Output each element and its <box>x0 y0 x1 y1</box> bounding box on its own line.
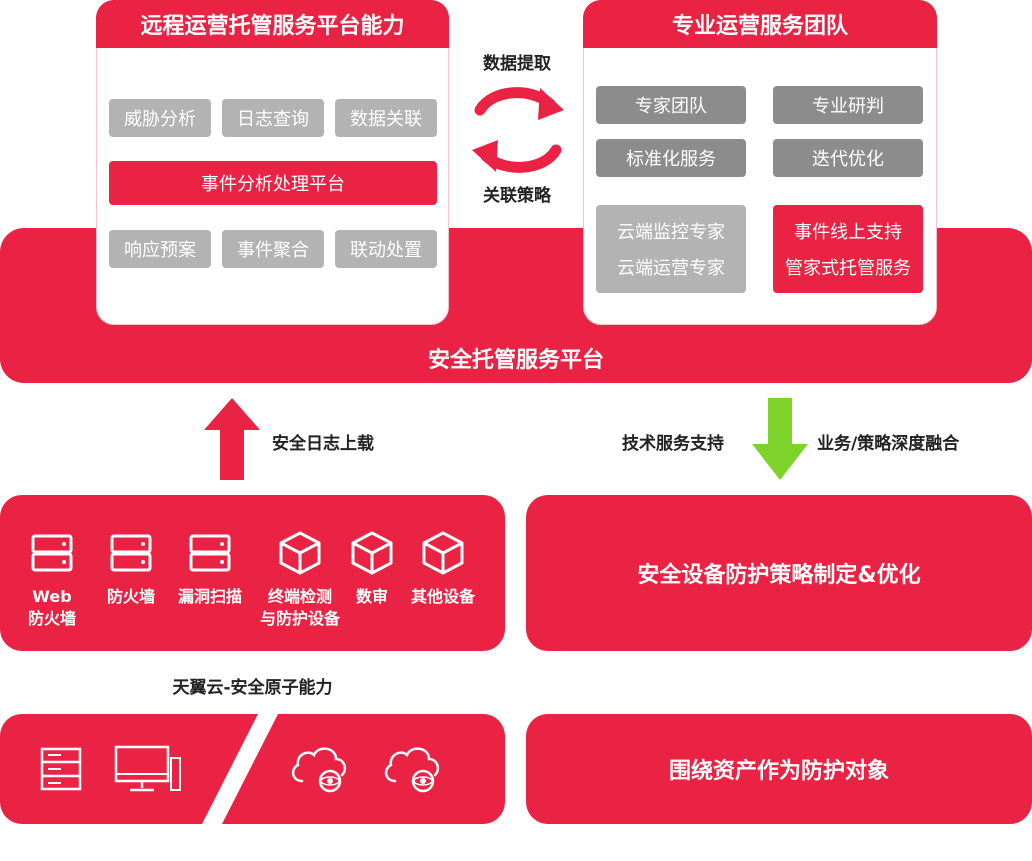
chip-response-plan: 响应预案 <box>109 230 211 268</box>
chip-expert-team: 专家团队 <box>596 86 746 124</box>
desktop-computer-icon <box>114 745 181 792</box>
upload-label: 安全日志上载 <box>272 434 374 454</box>
cloud-asset-icon <box>384 747 440 793</box>
remote-ops-card-title: 远程运营托管服务平台能力 <box>96 0 449 48</box>
divider-slash <box>202 714 278 824</box>
server-icon <box>31 534 73 572</box>
deep-fusion-label: 业务/策略深度融合 <box>817 434 960 454</box>
cube-icon <box>351 531 393 575</box>
online-support-label: 事件线上支持 <box>794 222 902 243</box>
device-label-web-firewall: Web 防火墙 <box>27 587 76 628</box>
support-arrow-icon <box>752 398 808 480</box>
event-platform-bar: 事件分析处理平台 <box>109 161 437 205</box>
chip-linked-disposal: 联动处置 <box>335 230 437 268</box>
sync-cycle-icon <box>472 87 564 173</box>
upload-arrow-icon <box>204 398 260 480</box>
device-label-db-audit: 数审 <box>355 587 388 606</box>
managed-service-block: 事件线上支持 管家式托管服务 <box>773 205 923 293</box>
chip-iterative-optimization: 迭代优化 <box>773 139 923 177</box>
cloud-monitor-expert-label: 云端监控专家 <box>617 222 725 243</box>
device-label-firewall: 防火墙 <box>106 587 155 606</box>
device-label-endpoint: 终端检测 与防护设备 <box>259 587 340 628</box>
cloud-ops-expert-label: 云端运营专家 <box>617 258 725 279</box>
cloud-asset-icon <box>291 747 347 793</box>
atomic-capability-caption: 天翼云-安全原子能力 <box>172 677 333 698</box>
chip-event-aggregation: 事件聚合 <box>222 230 324 268</box>
device-label-vuln-scan: 漏洞扫描 <box>177 587 242 606</box>
asset-protection-box: 围绕资产作为防护对象 <box>526 714 1032 824</box>
butler-service-label: 管家式托管服务 <box>785 258 911 279</box>
sync-top-label: 数据提取 <box>483 53 551 74</box>
server-rack-icon <box>40 747 82 791</box>
cloud-experts-block: 云端监控专家 云端运营专家 <box>596 205 746 293</box>
chip-log-query: 日志查询 <box>222 99 324 137</box>
chip-pro-judgement: 专业研判 <box>773 86 923 124</box>
device-label-other: 其他设备 <box>410 587 475 606</box>
team-card-title: 专业运营服务团队 <box>583 0 937 48</box>
sync-bottom-label: 关联策略 <box>483 185 551 206</box>
chip-threat-analysis: 威胁分析 <box>109 99 211 137</box>
server-icon <box>189 534 231 572</box>
platform-bar-label: 安全托管服务平台 <box>427 348 604 373</box>
cube-icon <box>279 531 321 575</box>
tech-support-label: 技术服务支持 <box>622 434 724 454</box>
server-icon <box>110 534 152 572</box>
chip-standard-service: 标准化服务 <box>596 139 746 177</box>
chip-data-correlation: 数据关联 <box>335 99 437 137</box>
cube-icon <box>422 531 464 575</box>
security-devices-box <box>0 495 505 651</box>
policy-box: 安全设备防护策略制定&优化 <box>526 495 1032 651</box>
